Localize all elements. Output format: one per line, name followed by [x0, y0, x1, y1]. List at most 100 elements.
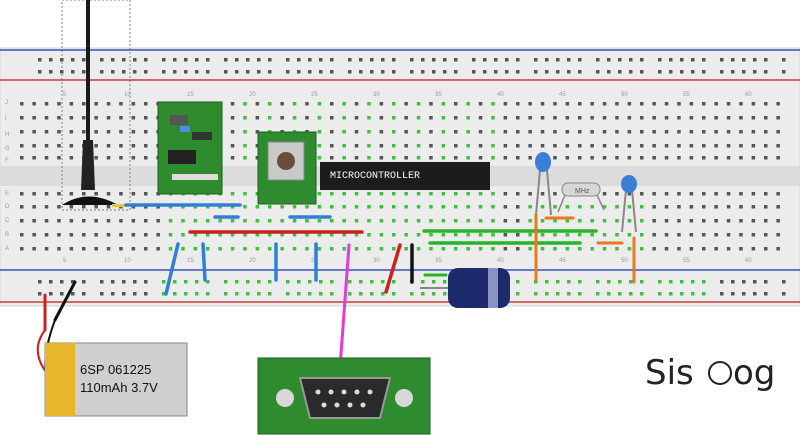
breadboard-hole [370, 70, 374, 74]
breadboard-hole [466, 219, 470, 223]
breadboard-hole [421, 58, 425, 62]
breadboard-hole [342, 130, 346, 134]
breadboard-hole [528, 156, 532, 160]
breadboard-hole [596, 292, 600, 296]
breadboard-hole [764, 102, 768, 106]
breadboard-hole [429, 205, 433, 209]
breadboard-hole [478, 144, 483, 148]
capacitor-lead [631, 189, 637, 233]
breadboard-hole [255, 205, 260, 209]
breadboard-hole [305, 205, 309, 209]
breadboard-hole [652, 205, 656, 209]
breadboard-hole [94, 116, 98, 120]
breadboard-hole [144, 144, 148, 148]
breadboard-hole [540, 192, 545, 196]
breadboard-hole [640, 280, 644, 284]
breadboard-hole [478, 156, 483, 160]
breadboard-hole [367, 219, 371, 223]
breadboard-hole [131, 102, 136, 106]
breadboard-hole [629, 58, 633, 62]
breadboard-hole [416, 247, 421, 251]
breadboard-hole [578, 219, 582, 223]
breadboard-hole [516, 292, 520, 296]
column-number: 10 [124, 258, 131, 264]
breadboard-hole [540, 116, 545, 120]
breadboard-hole [516, 116, 520, 120]
breadboard-hole [119, 156, 123, 160]
breadboard-hole [218, 233, 222, 237]
breadboard-hole [348, 58, 352, 62]
breadboard-hole [776, 205, 780, 209]
breadboard-hole [94, 156, 98, 160]
breadboard-hole [590, 130, 594, 134]
breadboard-hole [720, 280, 724, 284]
column-number: 50 [621, 92, 628, 98]
breadboard-hole [702, 102, 706, 106]
breadboard-hole [720, 58, 724, 62]
breadboard-hole [478, 130, 483, 134]
breadboard-hole [392, 233, 396, 237]
breadboard-hole [144, 156, 148, 160]
breadboard-hole [404, 156, 408, 160]
breadboard-hole [280, 205, 284, 209]
breadboard-hole [652, 233, 656, 237]
breadboard-hole [528, 144, 532, 148]
breadboard-hole [359, 292, 363, 296]
breadboard-hole [640, 58, 644, 62]
breadboard-hole [742, 280, 746, 284]
breadboard-hole [432, 58, 436, 62]
breadboard-hole [627, 205, 632, 209]
breadboard-hole [230, 192, 235, 196]
breadboard-hole [565, 156, 570, 160]
breadboard-hole [330, 205, 334, 209]
breadboard-hole [578, 70, 582, 74]
breadboard-hole [454, 102, 458, 106]
logo: Sis og [645, 353, 775, 393]
breadboard-hole [726, 233, 731, 237]
breadboard-hole [235, 280, 239, 284]
breadboard-hole [224, 58, 228, 62]
breadboard-hole [342, 116, 346, 120]
breadboard-hole [478, 116, 483, 120]
breadboard-hole [392, 247, 396, 251]
breadboard-hole [230, 102, 235, 106]
breadboard-hole [144, 247, 148, 251]
breadboard-hole [764, 70, 768, 74]
breadboard-hole [664, 102, 669, 106]
breadboard-hole [615, 156, 619, 160]
breadboard-hole [94, 247, 98, 251]
antenna [61, 0, 131, 211]
breadboard-hole [565, 130, 570, 134]
breadboard-hole [429, 233, 433, 237]
breadboard-hole [726, 102, 731, 106]
breadboard-hole [392, 156, 396, 160]
crystal-lead [557, 194, 566, 213]
breadboard-hole [342, 247, 346, 251]
breadboard-hole [106, 219, 111, 223]
breadboard-hole [131, 233, 136, 237]
breadboard-hole [82, 205, 86, 209]
breadboard-hole [94, 192, 98, 196]
breadboard-hole [57, 130, 61, 134]
breadboard-hole [726, 130, 731, 134]
breadboard-hole [69, 219, 74, 223]
breadboard-hole [578, 102, 582, 106]
breadboard-hole [640, 156, 644, 160]
breadboard-hole [764, 192, 768, 196]
breadboard-hole [578, 156, 582, 160]
breadboard-hole [691, 58, 695, 62]
breadboard-hole [255, 144, 260, 148]
breadboard-hole [342, 102, 346, 106]
breadboard-hole [32, 144, 36, 148]
breadboard-hole [429, 144, 433, 148]
breadboard-hole [268, 116, 272, 120]
breadboard-hole [119, 116, 123, 120]
breadboard-hole [751, 219, 756, 223]
breadboard-hole [764, 247, 768, 251]
breadboard-hole [677, 247, 681, 251]
breadboard-hole [168, 219, 173, 223]
breadboard-hole [545, 292, 549, 296]
breadboard-hole [680, 70, 684, 74]
breadboard-hole [133, 280, 137, 284]
breadboard-hole [317, 156, 322, 160]
